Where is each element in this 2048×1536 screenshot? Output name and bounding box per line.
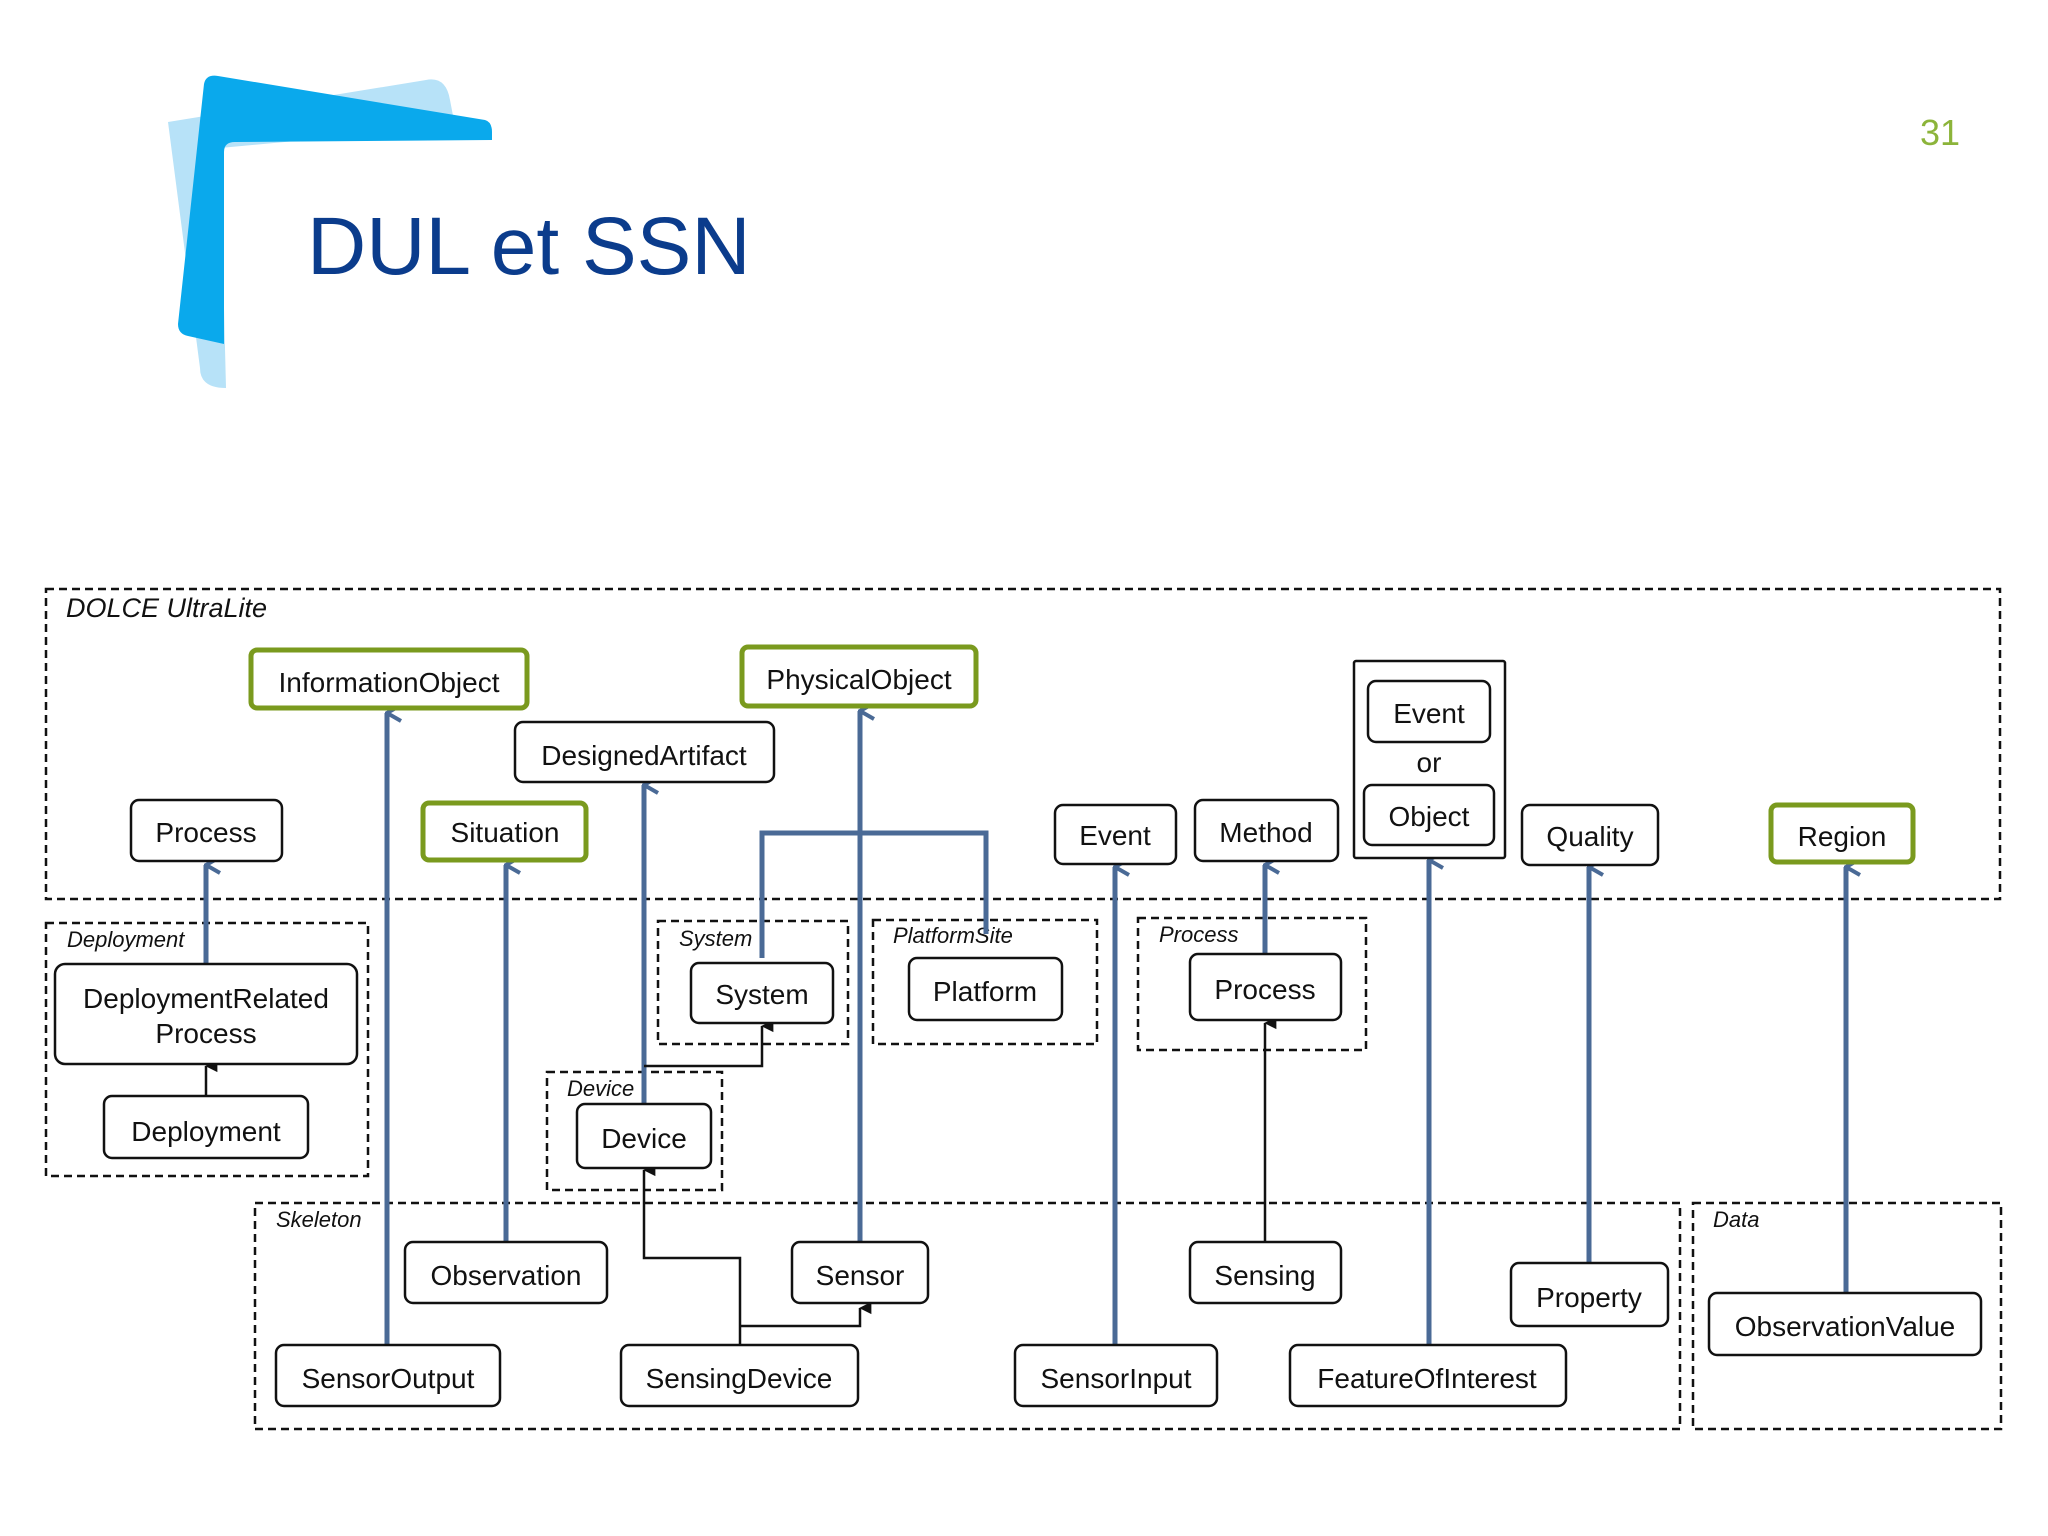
connector-system-platform	[759, 830, 989, 958]
node-event-dul-box	[1053, 803, 1178, 866]
node-event-inner-box	[1366, 679, 1492, 744]
node-informationobject-label: InformationObject	[279, 667, 500, 698]
node-observationvalue-label: ObservationValue	[1735, 1311, 1956, 1342]
node-sensorinput-label: SensorInput	[1041, 1363, 1192, 1394]
node-deployment-box	[102, 1094, 310, 1160]
node-event-inner-label: Event	[1393, 698, 1465, 729]
node-situation-label: Situation	[451, 817, 560, 848]
node-quality-label: Quality	[1546, 821, 1633, 852]
node-sensingdevice-box	[619, 1343, 860, 1408]
node-method-box	[1193, 798, 1340, 863]
node-designedartifact-label: DesignedArtifact	[541, 740, 747, 771]
node-sensoroutput-box	[274, 1343, 502, 1408]
node-sensorinput-box	[1013, 1343, 1219, 1408]
logo-dark-shape	[178, 75, 492, 345]
group-label-skeleton: Skeleton	[276, 1207, 362, 1232]
group-label-system: System	[679, 926, 752, 951]
node-object-inner-label: Object	[1389, 801, 1470, 832]
node-physicalobject-box	[739, 644, 979, 709]
node-sensing-box	[1188, 1240, 1343, 1305]
node-observationvalue-box	[1707, 1291, 1983, 1357]
group-label-deployment: Deployment	[67, 927, 185, 952]
group-dolce	[44, 587, 2002, 901]
node-platform-label: Platform	[933, 976, 1037, 1007]
node-physicalobject-label: PhysicalObject	[766, 664, 951, 695]
logo-graphic	[168, 75, 492, 388]
node-property-box	[1509, 1261, 1670, 1328]
arrow-device-system	[644, 1019, 774, 1068]
group-data	[1691, 1201, 2003, 1431]
node-sensor-box	[790, 1240, 930, 1305]
node-deployment-label: Deployment	[131, 1116, 281, 1147]
node-or-label: or	[1417, 747, 1442, 778]
node-property-label: Property	[1536, 1282, 1642, 1313]
node-device-label: Device	[601, 1123, 687, 1154]
node-deploymentrelatedprocess-label-line1: DeploymentRelated	[83, 983, 329, 1014]
node-region-box	[1768, 802, 1916, 865]
node-sensor-label: Sensor	[816, 1260, 905, 1291]
slide-title: DUL et SSN	[307, 201, 751, 292]
node-sensingdevice-label: SensingDevice	[646, 1363, 833, 1394]
node-informationobject-box	[248, 647, 530, 711]
node-process-ssn-box	[1188, 952, 1343, 1022]
group-label-data: Data	[1713, 1207, 1759, 1232]
group-process	[1136, 916, 1368, 1052]
group-label-process: Process	[1159, 922, 1238, 947]
node-observation-box	[403, 1240, 609, 1305]
node-deploymentrelatedprocess-box	[53, 962, 359, 1066]
node-process-dul-label: Process	[155, 817, 256, 848]
node-system-label: System	[715, 979, 808, 1010]
arrow-sensingdevice-sensor	[740, 1301, 872, 1328]
node-featureofinterest-box	[1288, 1343, 1568, 1408]
node-method-label: Method	[1219, 817, 1312, 848]
group-system	[656, 919, 850, 1046]
node-object-inner-box	[1362, 783, 1496, 847]
group-device	[545, 1070, 724, 1192]
page-number: 31	[1919, 112, 1960, 153]
group-label-platform-site: PlatformSite	[893, 923, 1013, 948]
group-label-dolce: DOLCE UltraLite	[66, 593, 267, 623]
node-observation-label: Observation	[431, 1260, 582, 1291]
node-designedartifact-box	[513, 720, 776, 784]
node-system-box	[689, 961, 835, 1025]
node-event-dul-label: Event	[1079, 820, 1151, 851]
node-process-dul-box	[129, 798, 284, 863]
node-platform-box	[907, 956, 1064, 1022]
logo-light-shape	[168, 79, 455, 388]
node-sensing-label: Sensing	[1214, 1260, 1315, 1291]
node-featureofinterest-label: FeatureOfInterest	[1317, 1363, 1537, 1394]
node-device-box	[575, 1102, 713, 1170]
node-deploymentrelatedprocess-label-line2: Process	[155, 1018, 256, 1049]
group-skeleton	[253, 1201, 1682, 1431]
node-situation-box	[420, 800, 589, 863]
node-quality-box	[1520, 803, 1660, 867]
group-label-device: Device	[567, 1076, 634, 1101]
node-region-label: Region	[1798, 821, 1887, 852]
node-sensoroutput-label: SensorOutput	[302, 1363, 475, 1394]
arrow-sensingdevice-device	[642, 1163, 742, 1345]
node-process-ssn-label: Process	[1214, 974, 1315, 1005]
